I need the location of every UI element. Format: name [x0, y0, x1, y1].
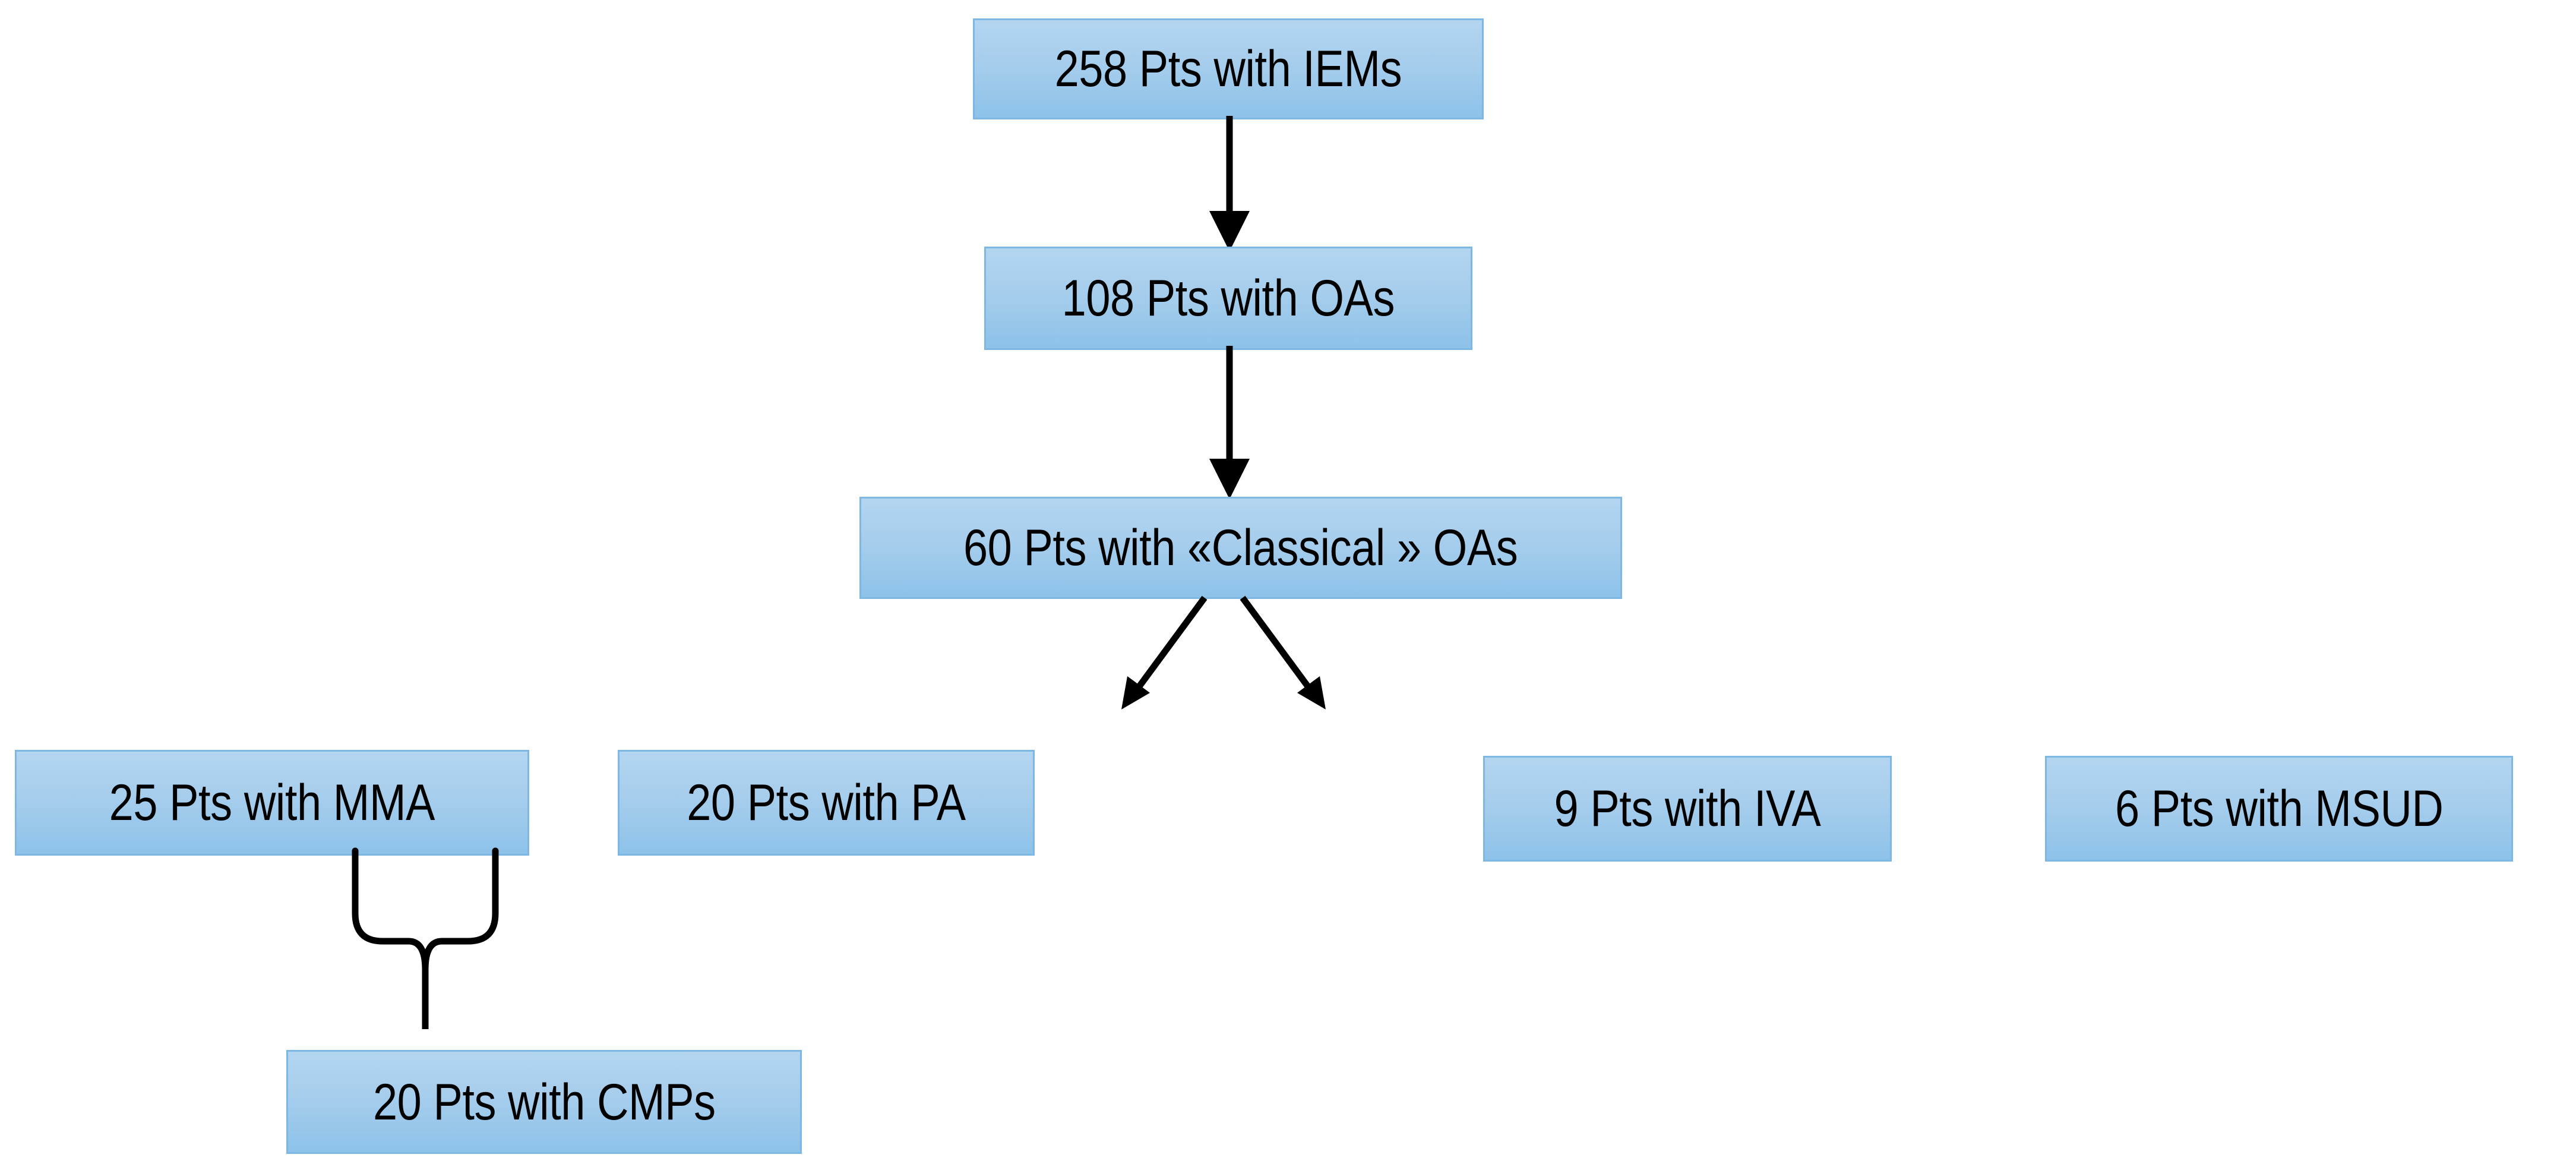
arrow-classical-split [1121, 595, 1326, 709]
node-oas[interactable]: 108 Pts with OAs [984, 247, 1472, 350]
node-classical-oas[interactable]: 60 Pts with «Classical » OAs [859, 497, 1622, 599]
arrow-oas-to-classical [1209, 346, 1250, 499]
curly-brace-mma-pa-to-cmps [352, 847, 499, 1029]
node-msud[interactable]: 6 Pts with MSUD [2045, 756, 2513, 862]
node-iems[interactable]: 258 Pts with IEMs [973, 18, 1484, 119]
node-iems-label: 258 Pts with IEMs [1054, 40, 1402, 97]
node-mma[interactable]: 25 Pts with MMA [15, 750, 529, 856]
node-msud-label: 6 Pts with MSUD [2114, 780, 2444, 837]
node-cmps[interactable]: 20 Pts with CMPs [286, 1050, 802, 1154]
arrow-iems-to-oas [1209, 116, 1250, 251]
node-pa[interactable]: 20 Pts with PA [618, 750, 1035, 856]
node-oas-label: 108 Pts with OAs [1061, 270, 1395, 327]
node-classical-oas-label: 60 Pts with «Classical » OAs [963, 519, 1518, 576]
node-cmps-label: 20 Pts with CMPs [372, 1073, 716, 1131]
node-iva[interactable]: 9 Pts with IVA [1483, 756, 1892, 862]
node-iva-label: 9 Pts with IVA [1554, 780, 1821, 837]
node-mma-label: 25 Pts with MMA [109, 774, 435, 831]
node-pa-label: 20 Pts with PA [687, 774, 966, 831]
